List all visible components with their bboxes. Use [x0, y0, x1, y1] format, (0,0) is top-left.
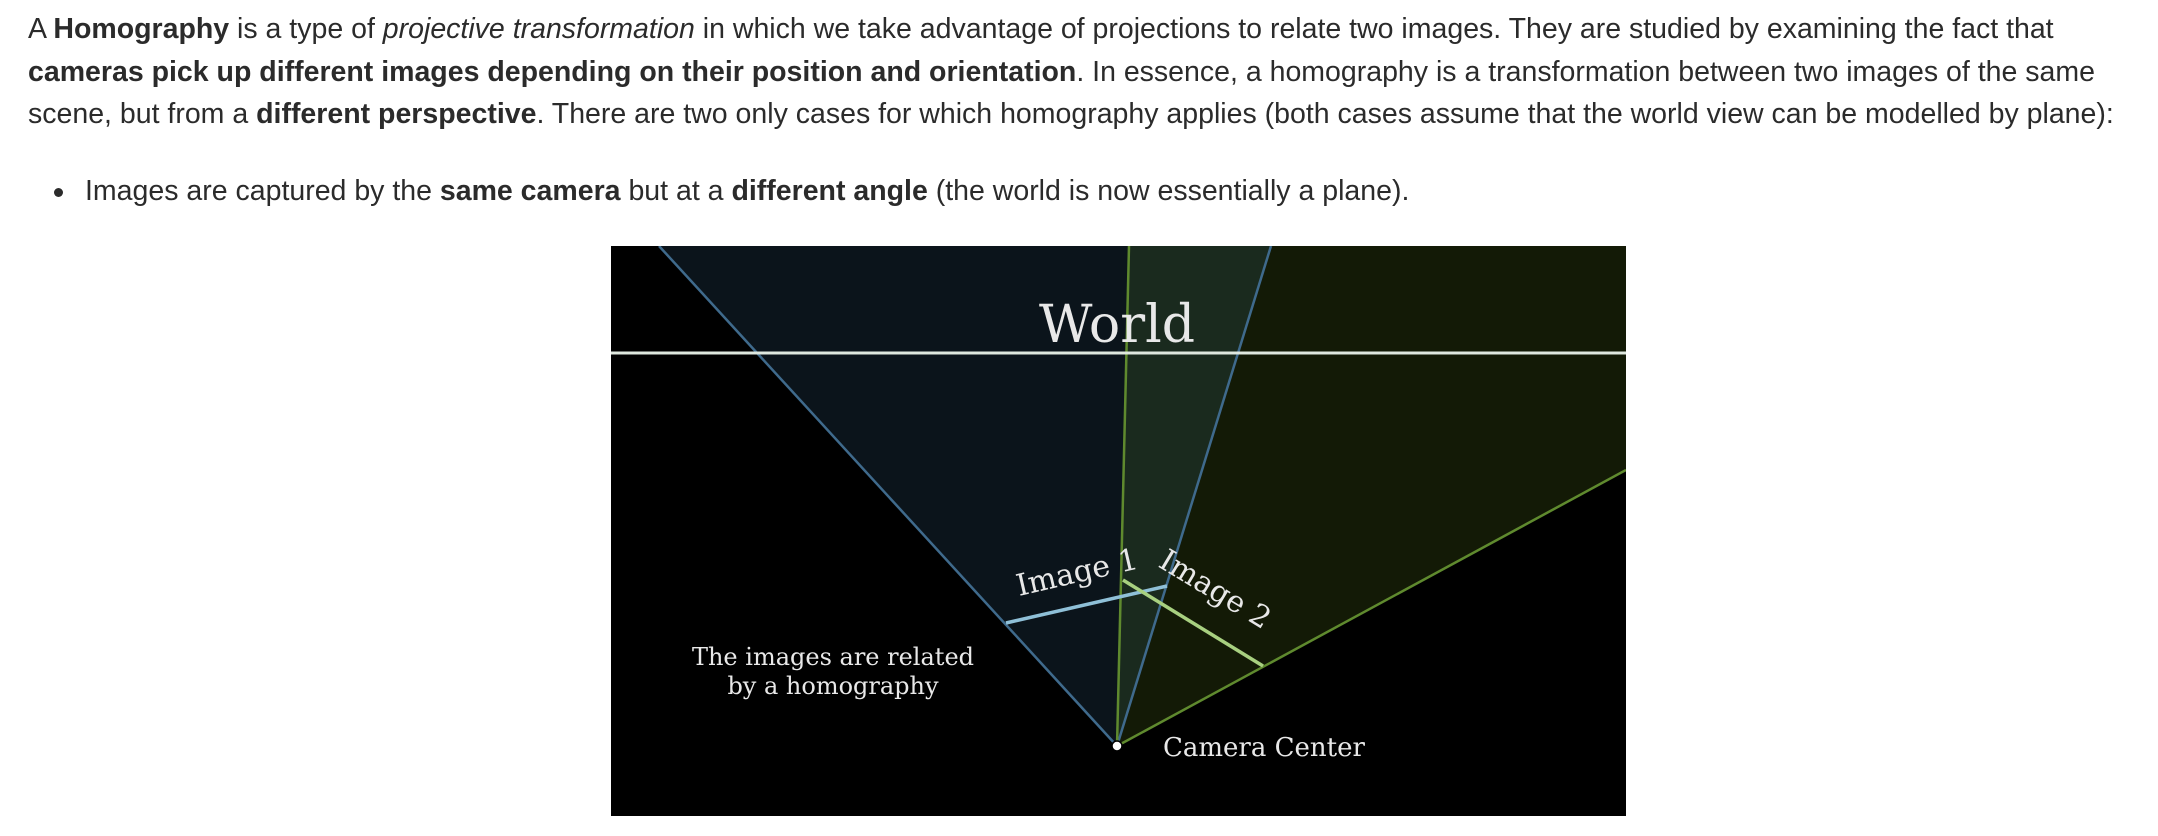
- bullet-icon: [54, 188, 63, 197]
- world-label: World: [1039, 295, 1195, 355]
- homography-note-line-2: by a homography: [727, 672, 939, 700]
- homography-figure: World Image 1 Image 2 The images are rel…: [611, 246, 1626, 816]
- text-run: in which we take advantage of projection…: [694, 13, 2054, 45]
- intro-line-2: cameras pick up different images dependi…: [28, 51, 2138, 94]
- text-run: . There are two only cases for which hom…: [536, 98, 2114, 130]
- text-run: scene, but from a: [28, 98, 257, 130]
- text-run: is a type of: [229, 13, 383, 45]
- camera-center-point: [1111, 740, 1123, 752]
- term-projective-transformation: projective transformation: [382, 13, 695, 45]
- term-homography: Homography: [53, 13, 230, 45]
- cone-image-2: [1117, 246, 1626, 746]
- cone-1-left-edge: [658, 246, 1118, 747]
- cone-image-1: [659, 246, 1271, 746]
- intro-paragraph: A Homography is a type of projective tra…: [28, 8, 2138, 136]
- emphasis-different-perspective: different perspective: [256, 98, 537, 130]
- emphasis-different-angle: different angle: [731, 175, 928, 207]
- text-run: (the world is now essentially a plane).: [927, 175, 1410, 207]
- emphasis-same-camera: same camera: [439, 175, 621, 207]
- text-run: but at a: [620, 175, 732, 207]
- list-item: Images are captured by the same camera b…: [0, 170, 1409, 212]
- image-2-plane: [1122, 578, 1264, 668]
- camera-center-label: Camera Center: [1163, 733, 1365, 763]
- emphasis-cameras: cameras pick up different images dependi…: [28, 55, 1077, 88]
- cone-1-right-edge: [1115, 246, 1273, 747]
- text-run: Images are captured by the: [85, 175, 440, 207]
- intro-line-1: A Homography is a type of projective tra…: [28, 8, 2138, 51]
- homography-note-line-1: The images are related: [692, 643, 974, 671]
- cone-2-right-edge: [1116, 468, 1626, 748]
- homography-diagram: World Image 1 Image 2 The images are rel…: [611, 246, 1626, 763]
- cone-2-left-edge: [1115, 246, 1131, 747]
- text-run: A: [28, 13, 54, 45]
- text-run: . In essence, a homography is a transfor…: [1076, 55, 2095, 88]
- intro-line-3: scene, but from a different perspective.…: [28, 93, 2138, 136]
- cases-list: Images are captured by the same camera b…: [0, 170, 1409, 212]
